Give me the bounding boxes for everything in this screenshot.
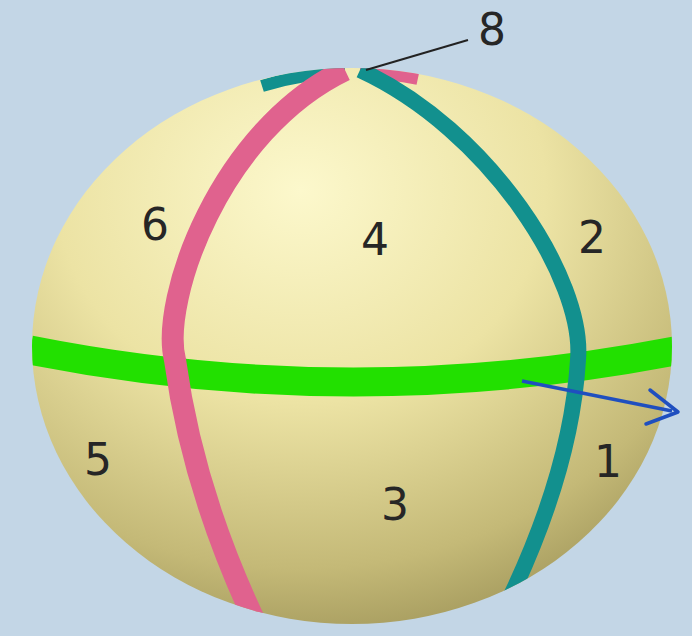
callout-number: 3 — [381, 483, 409, 527]
callout-number: 1 — [594, 440, 622, 484]
arrow-head — [646, 390, 678, 424]
callout-number: 4 — [361, 218, 389, 262]
callout-number: 2 — [578, 216, 606, 260]
callout-number: 5 — [84, 438, 112, 482]
callout-number: 6 — [141, 203, 169, 247]
leader-line — [366, 40, 468, 70]
meridian-band — [360, 70, 578, 628]
meridian-band — [173, 70, 345, 632]
callout-number: 8 — [478, 8, 506, 52]
direction-arrow — [522, 381, 672, 411]
